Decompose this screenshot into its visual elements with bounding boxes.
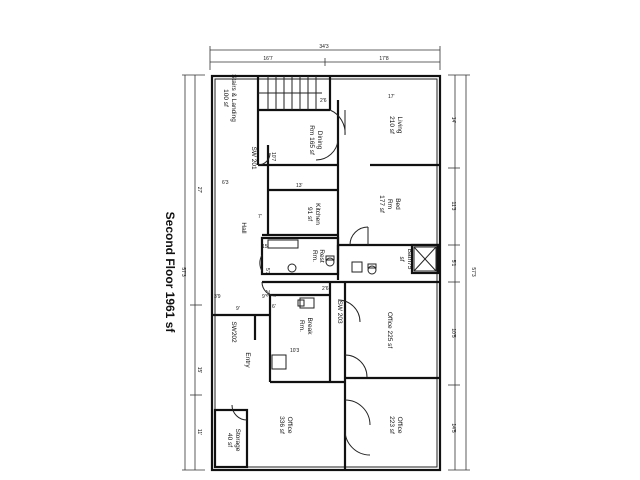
- fixtures: [267, 239, 437, 370]
- room-label-sw201: SW 201: [250, 146, 257, 170]
- dim-left-1: 27': [196, 187, 202, 194]
- dim-6-3: 6'3: [222, 180, 229, 186]
- room-label-office-336-sf: 336 sf: [278, 416, 285, 434]
- dim-3-9: 3'9: [214, 294, 221, 300]
- dim-9: 9': [236, 306, 240, 312]
- room-label-bath: Bath75: [406, 249, 413, 270]
- room-label-break-rm: Rm.: [298, 320, 305, 332]
- shower-icon: [413, 246, 437, 272]
- room-label-kitchen: Kitchen: [314, 203, 321, 225]
- room-label-bed-sf: 177 sf: [378, 195, 385, 213]
- appliance-icon: [271, 354, 287, 370]
- room-label-living: Living: [396, 117, 403, 134]
- dim-left-total: 57'3: [180, 267, 186, 277]
- dim-2-6b: 2'6: [264, 290, 270, 297]
- dim-10-7: 10'7: [270, 152, 276, 162]
- room-label-storage-sf: 40 sf: [226, 433, 233, 447]
- room-label-office-223-sf: 223 sf: [388, 416, 395, 434]
- dim-left-3: 11': [196, 429, 202, 435]
- toilet-icon: [325, 257, 335, 267]
- sink-icon: [351, 261, 363, 273]
- room-label-rest: Rest: [318, 249, 325, 263]
- room-label-dining: Dining: [316, 131, 323, 150]
- dim-right-2: 11'3: [450, 202, 456, 211]
- dimension-lines: [182, 46, 470, 471]
- stair-treads: [258, 76, 322, 110]
- room-label-sw202: SW202: [230, 321, 237, 343]
- sink-icon: [287, 263, 297, 273]
- room-labels: Stairs & Landing 100 sf Dining Rm 165 sf…: [222, 74, 413, 452]
- room-label-bed: Bed: [394, 198, 401, 210]
- dim-15: 15': [262, 244, 269, 250]
- room-label-break: Break: [306, 318, 313, 336]
- room-label-dining-sf: Rm 165 sf: [308, 125, 315, 155]
- room-label-living-sf: 210 sf: [388, 116, 395, 134]
- dim-17: 17': [388, 94, 395, 100]
- dim-right-3: 5'1: [450, 260, 456, 267]
- dim-total-top: 34'3: [319, 44, 329, 50]
- dim-2-6c: 2'6: [322, 286, 329, 292]
- dim-9b: 9': [262, 294, 266, 300]
- toilet-icon: [367, 265, 377, 275]
- room-label-sw203: SW 203: [336, 300, 343, 324]
- dim-13: 13': [296, 183, 303, 189]
- dim-10-3: 10'3: [290, 348, 300, 354]
- room-label-bath-sf: sf: [398, 256, 405, 261]
- room-label-rest-rm: Rm.: [311, 250, 318, 262]
- door-swings: [231, 109, 371, 456]
- dim-right-4: 10'5: [450, 328, 456, 338]
- interior-dimensions: 17' 2'6 13' 6'3 10'7 7' 9' 10'3 5'3 2'6 …: [214, 94, 395, 354]
- dim-right-1: 14': [450, 117, 456, 124]
- dim-right-total: 57'3: [470, 267, 476, 277]
- dimension-labels: 34'3 16'7 17'8 57'3 14' 11'3 5'1 10'5 14…: [180, 44, 476, 435]
- room-label-kitchen-sf: 91 sf: [306, 207, 313, 221]
- room-label-office-336: Office: [286, 417, 293, 434]
- room-label-entry: Entry: [244, 352, 251, 368]
- room-label-storage: Storage: [234, 429, 241, 452]
- dim-2-6: 2'6: [320, 98, 327, 104]
- plan-title: Second Floor 1961 sf: [163, 212, 177, 334]
- dim-top-left: 16'7: [263, 56, 273, 62]
- dim-right-5: 14'5: [450, 423, 456, 433]
- room-label-office-223: Office: [396, 417, 403, 434]
- dim-6: 6': [272, 304, 276, 310]
- dim-5-3: 5'3: [264, 268, 270, 275]
- room-label-office-225: Office 225 sf: [386, 312, 393, 349]
- room-label-stairs-sf: 100 sf: [222, 89, 229, 107]
- dim-top-right: 17'8: [379, 56, 389, 62]
- break-sink-icon: [299, 297, 315, 309]
- room-label-stairs: Stairs & Landing: [230, 74, 237, 122]
- dim-left-2: 15': [196, 367, 202, 374]
- room-label-hall: Hall: [240, 222, 247, 234]
- walls: [210, 74, 442, 472]
- room-label-bed-rm: Rm: [386, 199, 393, 209]
- dim-7: 7': [258, 214, 262, 220]
